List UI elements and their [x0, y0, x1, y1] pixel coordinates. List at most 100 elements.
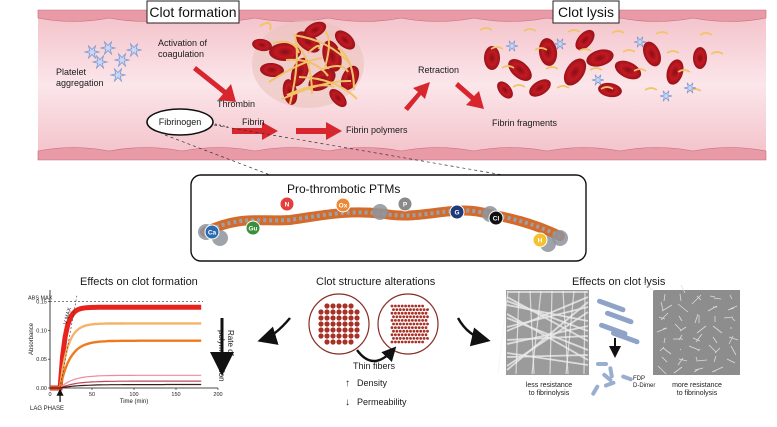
svg-text:Gu: Gu	[248, 226, 257, 233]
red-blood-cell-icon	[575, 29, 595, 51]
fiber-dot	[412, 308, 416, 311]
series-line	[50, 374, 202, 389]
series-line	[50, 380, 202, 389]
fiber-dot	[426, 322, 429, 326]
red-blood-cell-icon	[529, 79, 551, 97]
fiber-dot	[397, 311, 401, 315]
red-blood-cell-icon	[497, 81, 513, 99]
ptm-badge-p-icon: P	[397, 196, 413, 212]
fiber-dot	[318, 309, 324, 315]
permeability-label: Permeability	[357, 397, 407, 407]
fiber-dot	[421, 304, 424, 308]
fiber-dot	[397, 319, 401, 322]
ptm-badge-h-icon: H	[532, 232, 548, 248]
fiber-dot	[405, 308, 409, 311]
fiber-dot	[402, 329, 406, 333]
lysis-title: Effects on clot lysis	[572, 276, 666, 288]
fiber-dot	[390, 319, 394, 322]
fiber-dot	[411, 326, 414, 329]
fibrin-strands-icon	[596, 298, 640, 345]
fiber-dot	[398, 322, 402, 326]
fiber-dot	[398, 308, 402, 311]
fiber-dot	[398, 337, 402, 340]
arrow-polymers	[296, 122, 342, 140]
arrow-fragments	[455, 82, 484, 109]
svg-text:G: G	[454, 210, 459, 217]
fiber-dot	[412, 337, 416, 340]
platelet-icon	[83, 44, 101, 60]
fiber-dot	[424, 311, 428, 315]
ptm-badge-n-icon: N	[279, 196, 295, 212]
fiber-dot	[395, 315, 399, 319]
fiber-dot	[409, 315, 412, 319]
fiber-dot	[348, 339, 354, 345]
svg-text:P: P	[403, 202, 408, 209]
density-label: Density	[357, 378, 388, 388]
ptm-badge-cl-icon: Cl	[488, 210, 504, 226]
fiber-dot	[414, 333, 418, 337]
ptm-badge-ox-icon: Ox	[335, 197, 351, 213]
series-line	[50, 383, 202, 389]
fiber-dot	[417, 304, 421, 308]
fiber-dot	[424, 326, 428, 329]
fibrin-fragments-label: Fibrin fragments	[492, 118, 558, 128]
fiber-dot	[330, 327, 336, 333]
fiber-dot	[411, 319, 414, 322]
structure-title: Clot structure alterations	[316, 276, 436, 288]
red-blood-cell-icon	[538, 38, 558, 66]
fiber-dot	[400, 340, 404, 344]
fiber-dot	[392, 308, 395, 311]
fiber-dot	[421, 311, 424, 315]
fiber-dot	[411, 333, 414, 337]
red-blood-cell-icon	[692, 47, 708, 69]
fiber-dot	[398, 329, 402, 333]
red-blood-cell-icon	[252, 38, 272, 52]
fiber-dot	[342, 333, 348, 339]
clot-lysis-text: Clot lysis	[558, 4, 614, 20]
y-tick-label: 0.05	[36, 357, 47, 363]
thin-fiber-dots	[390, 304, 429, 344]
fibrinogen-node: Fibrinogen	[146, 108, 214, 136]
fiber-dot	[330, 315, 336, 321]
platelet-icon	[91, 54, 109, 70]
fiber-dot	[421, 333, 424, 337]
fiber-dot	[318, 315, 324, 321]
fiber-dot	[400, 311, 404, 315]
platelet-icon	[109, 67, 127, 83]
fiber-dot	[409, 308, 412, 311]
fiber-dot	[318, 333, 324, 339]
fiber-dot	[397, 304, 401, 308]
platelet-icon	[659, 90, 673, 102]
absorbance-chart: Rate ofpolymerization0501001502000.000.0…	[28, 290, 235, 412]
fiber-dot	[397, 340, 401, 344]
fiber-dot	[405, 337, 409, 340]
fiber-dot	[348, 303, 354, 309]
platelet-icon	[591, 74, 605, 86]
platelet-icon	[553, 38, 567, 50]
platelet-cluster	[83, 40, 143, 83]
fiber-dot	[400, 333, 404, 337]
fiber-dot	[342, 303, 348, 309]
blood-vessel-panel	[37, 9, 767, 161]
fiber-dot	[336, 327, 342, 333]
fiber-dot	[422, 322, 426, 326]
fiber-dot	[390, 333, 394, 337]
red-blood-cell-icon	[598, 82, 622, 98]
fiber-dot	[390, 326, 394, 329]
fiber-dot	[414, 304, 418, 308]
fiber-dot	[419, 315, 423, 319]
dense-fiber-network	[642, 281, 739, 375]
fiber-dot	[417, 326, 421, 329]
series-line	[50, 304, 202, 391]
fiber-dot	[330, 321, 336, 327]
fiber-dot	[407, 340, 411, 344]
retraction-label: Retraction	[418, 65, 459, 75]
fiber-dot	[324, 333, 330, 339]
fiber-dot	[392, 329, 395, 333]
thin-fibers-label: Thin fibers	[353, 361, 396, 371]
fiber-dot	[398, 315, 402, 319]
fiber-dot	[394, 319, 397, 322]
